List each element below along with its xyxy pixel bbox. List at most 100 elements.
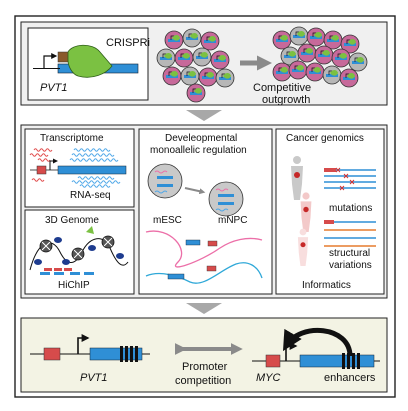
cell-gene [214, 59, 226, 62]
cell-dcas9 [296, 65, 304, 71]
developmental-box: Develeopmental monoallelic regulation mE… [138, 128, 273, 295]
informatics-label: Informatics [302, 280, 351, 291]
cell-dcas9 [188, 71, 196, 77]
enhancer-bar [120, 346, 123, 362]
hichip-read [84, 272, 94, 275]
cell-gene [343, 77, 355, 80]
cell-gene [309, 71, 321, 74]
differentiation-arrow [184, 187, 206, 195]
tumor-dot [300, 242, 306, 248]
tumor-dot [294, 172, 300, 178]
cell-icon [272, 30, 292, 50]
body [291, 166, 303, 200]
mnpc-cell-icon [208, 181, 244, 217]
rna-read [71, 180, 121, 184]
tumor-dot [303, 206, 309, 213]
hichip-read [70, 272, 80, 275]
cell-gene [318, 54, 330, 57]
rna-read [29, 153, 49, 157]
cell-gene [301, 52, 313, 55]
cell-dcas9 [280, 35, 288, 41]
cell-gene [196, 56, 208, 59]
cell-icon [162, 66, 182, 86]
cell-icon [174, 48, 194, 68]
cell-dcas9 [347, 73, 355, 79]
cell-dcas9 [223, 73, 231, 79]
cell-dcas9 [206, 72, 214, 78]
cell-dcas9 [297, 31, 305, 37]
genome3d-box: 3D Genome HiChIP [24, 209, 135, 295]
rna-read [71, 153, 115, 157]
rna-read [79, 184, 111, 188]
cell-dcas9 [322, 50, 330, 56]
rna-read [31, 178, 45, 182]
cell-icon [331, 48, 351, 68]
hichip-contacts [34, 226, 124, 275]
cell-dcas9 [288, 51, 296, 57]
top-panel: CRISPRi PVT1 Competitive outgrowth [20, 21, 388, 106]
cell-gene [184, 75, 196, 78]
pvt1-gene-bottom [89, 347, 143, 361]
hichip-label: HiChIP [58, 280, 90, 291]
enhancer-bar [352, 353, 355, 369]
cell-dcas9 [200, 52, 208, 58]
dcas9-shape [67, 44, 113, 78]
cell-icon [215, 68, 235, 88]
patient-icon [297, 228, 309, 266]
sv-label-line2: variations [329, 260, 372, 271]
cell-dcas9 [313, 67, 321, 73]
developmental-title-line1: Develeopmental [165, 133, 237, 144]
pvt1-tss-arrow [77, 334, 90, 354]
cell-dcas9 [331, 35, 339, 41]
pvt1-bottom-label: PVT1 [80, 372, 108, 384]
sv-promoter [324, 220, 334, 224]
cell-icon [198, 67, 218, 87]
antibody-icon [86, 226, 94, 234]
cell-gene [276, 39, 288, 42]
rna-read [69, 158, 119, 162]
nucleosome-dot [54, 237, 62, 243]
down-chevron-icon [186, 110, 222, 121]
enhancer-bar [135, 346, 138, 362]
cell-gene [166, 75, 178, 78]
cell-icon [280, 46, 300, 66]
cell-dcas9 [182, 53, 190, 59]
cell-gene [292, 69, 304, 72]
mutation-mark-icon [349, 179, 355, 185]
hichip-read [40, 272, 50, 275]
cell-icon [323, 30, 343, 50]
cell-dcas9 [208, 36, 216, 42]
cell-gene [352, 61, 364, 64]
cell-gene [204, 40, 216, 43]
cell-dcas9 [330, 70, 338, 76]
myc-enhancer-bars [342, 353, 360, 369]
anchor-cross [41, 241, 51, 251]
head [302, 192, 310, 200]
rna-read [37, 158, 51, 162]
cell-gene [219, 77, 231, 80]
allele-bar [157, 176, 173, 179]
cell-icon [186, 83, 206, 103]
cell-dcas9 [190, 33, 198, 39]
transcript-wave [215, 188, 229, 192]
cancer-box: Cancer genomics mutations structural var… [275, 128, 385, 295]
pvt1-promoter [43, 347, 61, 361]
allele-loop-pink [145, 230, 263, 268]
allele-gene-b [167, 273, 185, 280]
tss-arrow [43, 53, 58, 68]
cell-gene [178, 57, 190, 60]
crispri-label: CRISPRi [106, 37, 150, 49]
cell-icon [288, 60, 308, 80]
allele-bar [218, 194, 234, 197]
cell-gene [168, 39, 180, 42]
myc-promoter [265, 354, 281, 368]
patient-silhouettes [291, 156, 312, 266]
down-chevron-icon [186, 303, 222, 314]
outgrowth-label-line2: outgrowth [262, 94, 310, 106]
cell-icon [156, 48, 176, 68]
cell-icon [210, 50, 230, 70]
enhancer-bar [347, 353, 350, 369]
mutation-mark-icon [335, 167, 341, 173]
cell-dcas9 [314, 32, 322, 38]
myc-label: MYC [256, 372, 281, 384]
